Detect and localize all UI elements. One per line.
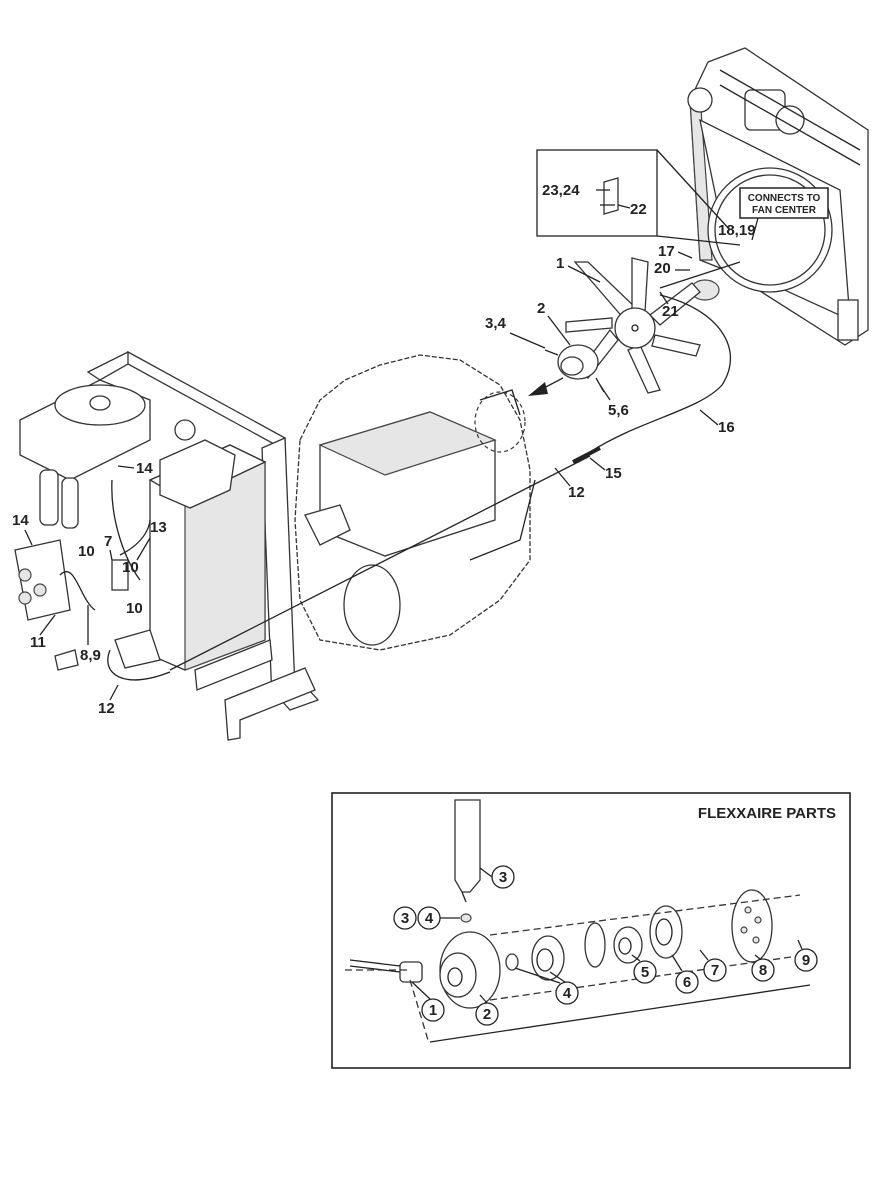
note-line-2: FAN CENTER [752,205,817,216]
label-1: 1 [556,255,564,272]
label-5-6: 5,6 [608,402,629,419]
label-22: 22 [630,201,647,218]
inset-callout-4-bottom-text: 4 [563,985,572,1002]
hose-16 [589,294,732,453]
inset-callout-8-text: 8 [759,962,767,979]
inset-callout-3-top: 3 [479,865,515,889]
inset-callout-3-top-text: 3 [499,869,507,886]
hose-to-radiator [659,261,741,289]
fan-hub [544,344,605,393]
inset-callout-2: 2 [475,994,499,1026]
inset-callout-9: 9 [794,939,818,972]
hose-fitting-15 [572,446,601,464]
inset-callout-6-text: 6 [683,974,691,991]
fan-blades [565,257,701,394]
label-11: 11 [30,634,46,651]
inset-callout-1-text: 1 [429,1002,437,1019]
inset-callout-5-text: 5 [641,964,649,981]
label-20: 20 [654,260,671,277]
inset-callout-3-left: 3 [393,906,417,930]
label-18-19: 18,19 [718,222,756,239]
label-10-left: 10 [78,543,95,560]
hose-12 [169,455,591,671]
inset-callout-8: 8 [751,954,775,982]
label-14-right: 14 [136,460,153,477]
inset-callout-7: 7 [699,949,727,982]
label-13: 13 [150,519,167,536]
label-2: 2 [537,300,545,317]
label-16: 16 [718,419,735,436]
inset-callout-3-left-text: 3 [401,910,409,927]
hydraulic-tank-assembly [14,350,320,741]
inset-callout-4-left: 4 [417,906,460,930]
label-23-24: 23,24 [542,182,580,199]
label-12-top: 12 [568,484,585,501]
label-8-9: 8,9 [80,647,101,664]
direction-arrow [528,377,564,396]
inset-title: FLEXXAIRE PARTS [698,805,836,822]
label-15: 15 [605,465,622,482]
label-21: 21 [662,303,679,320]
label-12-bottom: 12 [98,700,115,717]
label-10-lower: 10 [126,600,143,617]
label-14-left: 14 [12,512,29,529]
inset-callout-4-bottom: 4 [514,967,579,1005]
fan-center-note: CONNECTS TO FAN CENTER [739,187,829,241]
label-10-right: 10 [122,559,139,576]
label-7: 7 [104,533,112,550]
inset-callout-9-text: 9 [802,952,810,969]
label-17: 17 [658,243,675,260]
inset-callout-2-text: 2 [483,1006,491,1023]
flexxaire-inset: FLEXXAIRE PARTS [331,792,851,1069]
bracket-detail-box: 23,24 22 [536,149,741,246]
inset-callout-7-text: 7 [711,962,719,979]
inset-callout-5: 5 [631,954,657,984]
label-3-4: 3,4 [485,315,507,332]
inset-callout-6: 6 [671,954,699,994]
main-callouts: 1 2 3,4 5,6 16 15 12 18,19 17 20 21 14 1… [12,222,756,717]
inset-callout-1: 1 [411,981,445,1022]
inset-callout-4-left-text: 4 [425,910,434,927]
note-line-1: CONNECTS TO [748,193,821,204]
